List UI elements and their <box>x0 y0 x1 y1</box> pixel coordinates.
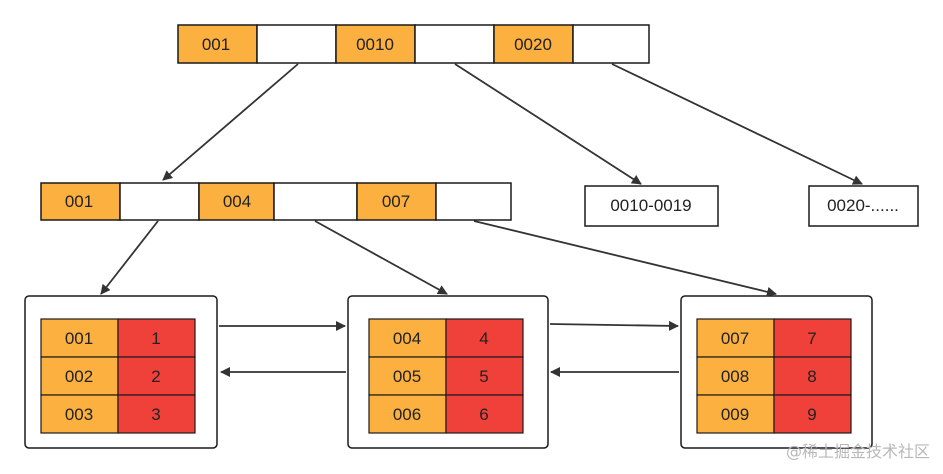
root-key-2: 0010 <box>356 35 394 54</box>
leaf1-key-cell-1 <box>40 318 119 358</box>
leaf-page-3: 007 7 008 8 009 9 <box>680 295 873 449</box>
root-pointer-cell-1 <box>256 24 337 64</box>
root-key-1: 001 <box>202 35 230 54</box>
range-node-1-label: 0010-0019 <box>610 196 691 215</box>
leaf1-value-2: 2 <box>151 367 160 386</box>
internal-key-cell-3 <box>356 182 437 221</box>
leaf1-value-1: 1 <box>151 329 160 348</box>
leaf2-value-1: 4 <box>479 329 488 348</box>
leaf1-value-3: 3 <box>151 405 160 424</box>
leaf1-key-2: 002 <box>65 367 93 386</box>
leaf1-value-cell-2 <box>117 356 196 396</box>
leaf1-key-cell-3 <box>40 394 119 434</box>
leaf2-value-3: 6 <box>479 405 488 424</box>
root-pointer-cell-2 <box>414 24 495 64</box>
leaf1-value-cell-1 <box>117 318 196 358</box>
pointer-arrows <box>100 63 863 297</box>
leaf2-value-cell-2 <box>445 356 524 396</box>
range-node-2-box <box>808 185 919 227</box>
leaf3-key-2: 008 <box>721 367 749 386</box>
leaf2-key-1: 004 <box>393 329 421 348</box>
root-key-cell-3 <box>493 24 574 64</box>
leaf3-value-1: 7 <box>807 329 816 348</box>
leaf2-value-cell-3 <box>445 394 524 434</box>
internal-pointer-cell-3 <box>435 182 512 221</box>
arrow-root-to-range-1 <box>454 63 642 185</box>
root-key-cell-1 <box>177 24 258 64</box>
leaf3-value-cell-3 <box>773 394 852 434</box>
leaf3-value-cell-1 <box>773 318 852 358</box>
leaf3-key-1: 007 <box>721 329 749 348</box>
arrow-internal-to-leaf-2 <box>314 220 448 295</box>
arrow-root-to-internal <box>162 63 299 181</box>
leaf3-key-cell-1 <box>696 318 775 358</box>
internal-key-2: 004 <box>223 192 251 211</box>
leaf3-key-cell-3 <box>696 394 775 434</box>
leaf-link-arrows <box>219 320 679 377</box>
leaf3-key-3: 009 <box>721 405 749 424</box>
root-key-cell-2 <box>335 24 416 64</box>
root-node: 001 0010 0020 <box>177 24 650 64</box>
watermark-text: @稀土掘金技术社区 <box>786 442 930 461</box>
leaf1-key-1: 001 <box>65 329 93 348</box>
leaf2-key-3: 006 <box>393 405 421 424</box>
arrow-root-to-range-2 <box>611 63 863 185</box>
leaf2-value-cell-1 <box>445 318 524 358</box>
arrow-internal-to-leaf-3 <box>473 220 777 297</box>
leaf3-value-cell-2 <box>773 356 852 396</box>
internal-key-cell-2 <box>198 182 275 221</box>
internal-pointer-cell-1 <box>119 182 200 221</box>
leaf1-key-3: 003 <box>65 405 93 424</box>
internal-pointer-cell-2 <box>273 182 358 221</box>
range-node-2-label: 0020-...... <box>827 196 899 215</box>
root-pointer-cell-3 <box>572 24 650 64</box>
internal-node: 001 004 007 <box>40 182 512 221</box>
leaf-page-1: 001 1 002 2 003 3 <box>24 295 218 449</box>
internal-key-3: 007 <box>382 192 410 211</box>
leaf3-value-3: 9 <box>807 405 816 424</box>
leaf2-key-2: 005 <box>393 367 421 386</box>
root-key-3: 0020 <box>514 35 552 54</box>
leaf1-value-cell-3 <box>117 394 196 434</box>
leaf3-value-2: 8 <box>807 367 816 386</box>
range-node-1: 0010-0019 <box>584 185 719 227</box>
arrow-leaf2-to-leaf3 <box>549 320 679 331</box>
internal-key-1: 001 <box>65 192 93 211</box>
leaf2-key-cell-2 <box>368 356 447 396</box>
leaf-page-2: 004 4 005 5 006 6 <box>347 295 549 449</box>
range-node-1-box <box>584 185 719 227</box>
leaf2-value-2: 5 <box>479 367 488 386</box>
range-node-2: 0020-...... <box>808 185 919 227</box>
arrow-internal-to-leaf-1 <box>100 220 159 295</box>
